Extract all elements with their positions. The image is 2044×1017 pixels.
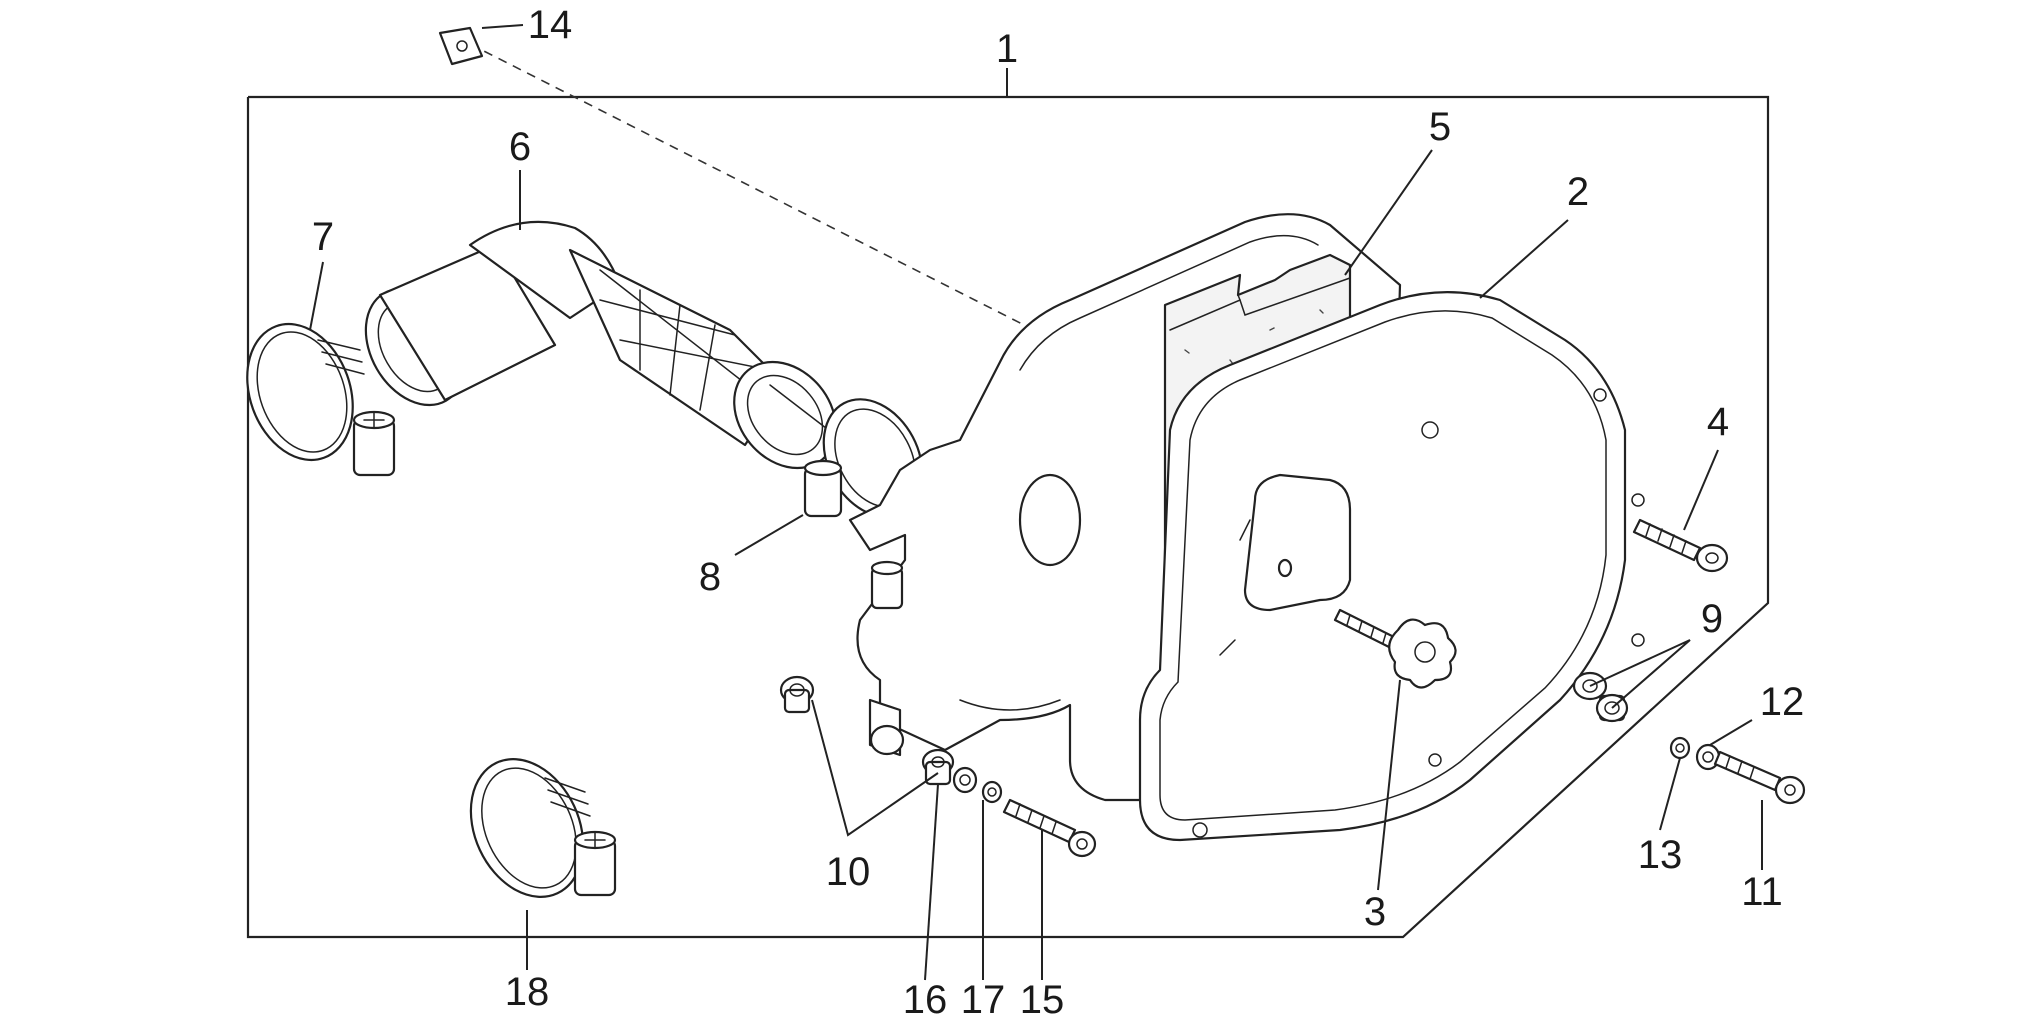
callout-16: 16 bbox=[903, 978, 948, 1017]
callout-2: 2 bbox=[1567, 170, 1589, 214]
leader-line-13 bbox=[1659, 757, 1681, 831]
callout-11: 11 bbox=[1741, 870, 1783, 914]
callout-1: 1 bbox=[996, 27, 1018, 71]
clip-nut-dashed-line bbox=[469, 43, 1031, 329]
callout-9: 9 bbox=[1701, 597, 1723, 641]
leader-line-8 bbox=[734, 514, 804, 556]
callout-5: 5 bbox=[1429, 105, 1451, 149]
knob-screw-part bbox=[1333, 608, 1457, 689]
assembly-frame bbox=[246, 95, 1770, 939]
callout-7: 7 bbox=[312, 215, 334, 259]
leader-line-4 bbox=[1683, 449, 1719, 531]
bolt-15-part bbox=[779, 675, 1097, 858]
clip-nut-part bbox=[438, 26, 484, 66]
screw-4-part bbox=[1632, 518, 1729, 573]
leader-line-10 bbox=[811, 699, 939, 837]
filter-cover-part bbox=[1138, 291, 1645, 842]
callout-4: 4 bbox=[1707, 400, 1729, 444]
hose-clamp-7-part bbox=[246, 322, 396, 477]
hose-clamp-18-part bbox=[469, 758, 617, 898]
callout-15: 15 bbox=[1020, 978, 1065, 1017]
leader-line-9 bbox=[1589, 639, 1691, 709]
leader-line-16 bbox=[924, 783, 939, 981]
callout-17: 17 bbox=[961, 978, 1006, 1017]
callout-6: 6 bbox=[509, 125, 531, 169]
leader-line-7 bbox=[309, 261, 324, 331]
callout-3: 3 bbox=[1364, 890, 1386, 934]
callout-14: 14 bbox=[528, 3, 573, 47]
callout-10: 10 bbox=[826, 850, 871, 894]
callout-8: 8 bbox=[699, 555, 721, 599]
leader-line-5 bbox=[1344, 149, 1433, 276]
callout-13: 13 bbox=[1638, 833, 1683, 877]
callout-12: 12 bbox=[1760, 680, 1805, 724]
leader-line-12 bbox=[1709, 719, 1753, 746]
leader-line-2 bbox=[1479, 219, 1569, 299]
callout-18: 18 bbox=[505, 970, 550, 1014]
bolt-11-part bbox=[1669, 736, 1806, 805]
intake-duct-part bbox=[364, 220, 837, 470]
leader-line-14 bbox=[481, 24, 524, 29]
leader-line-3 bbox=[1377, 679, 1401, 891]
